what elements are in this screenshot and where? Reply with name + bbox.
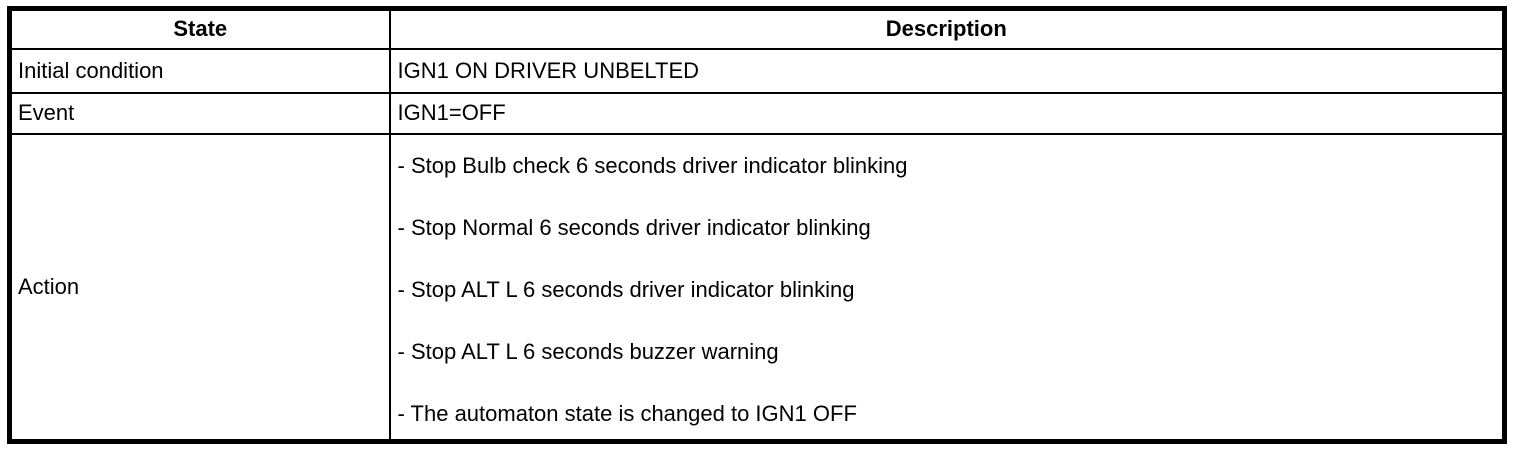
description-cell-event: IGN1=OFF [388,91,1506,135]
state-description-table: State Description Initial condition IGN1… [7,6,1507,444]
table-row-action: Action - Stop Bulb check 6 seconds drive… [8,132,1506,443]
action-line-2: - Stop Normal 6 seconds driver indicator… [397,214,871,240]
table-header-row: State Description [8,7,1506,50]
column-header-description: Description [388,7,1506,50]
state-cell-action: Action [8,132,391,443]
action-line-3: - Stop ALT L 6 seconds driver indicator … [397,276,855,302]
description-cell-action: - Stop Bulb check 6 seconds driver indic… [388,132,1506,443]
action-line-5: - The automaton state is changed to IGN1… [397,400,857,426]
description-cell-initial-condition: IGN1 ON DRIVER UNBELTED [388,47,1506,94]
state-cell-initial-condition: Initial condition [8,47,391,94]
column-header-state: State [8,7,391,50]
action-line-1: - Stop Bulb check 6 seconds driver indic… [397,152,908,178]
table-row-initial-condition: Initial condition IGN1 ON DRIVER UNBELTE… [8,47,1506,94]
action-line-4: - Stop ALT L 6 seconds buzzer warning [397,338,779,364]
table-row-event: Event IGN1=OFF [8,91,1506,135]
state-cell-event: Event [8,91,391,135]
